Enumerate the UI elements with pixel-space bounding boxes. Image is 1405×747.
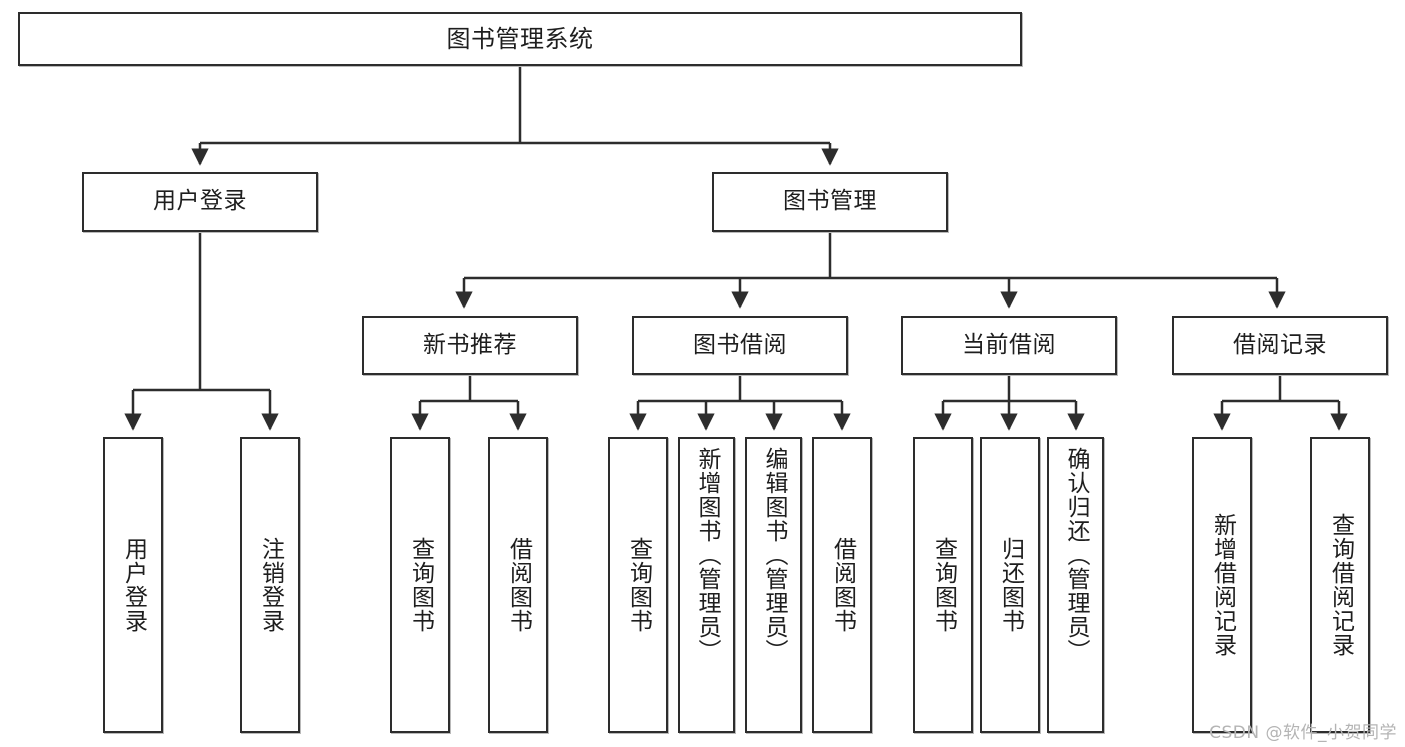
leaf-book-borrow-edit-admin[interactable]: 编辑图书（管理员） [745,437,802,733]
node-book-management[interactable]: 图书管理 [712,172,948,232]
node-label: 新书推荐 [423,331,517,358]
node-label: 查询图书 [625,537,652,633]
node-label: 查询借阅记录 [1327,513,1354,657]
node-label: 借阅图书 [829,537,856,633]
leaf-borrow-record-query[interactable]: 查询借阅记录 [1310,437,1370,733]
node-label: 借阅图书 [505,537,532,633]
node-label: 当前借阅 [962,331,1056,358]
leaf-book-borrow-borrow[interactable]: 借阅图书 [812,437,872,733]
node-label: 用户登录 [153,188,247,215]
node-label: 编辑图书（管理员） [761,447,787,663]
node-label: 新增图书（管理员） [694,447,720,663]
node-label: 用户登录 [120,537,147,633]
node-label: 归还图书 [997,537,1024,633]
leaf-user-login-signout[interactable]: 注销登录 [240,437,300,733]
node-book-borrow[interactable]: 图书借阅 [632,316,848,375]
node-label: 图书管理系统 [446,24,594,53]
leaf-user-login-signin[interactable]: 用户登录 [103,437,163,733]
leaf-current-borrow-return[interactable]: 归还图书 [980,437,1040,733]
watermark: CSDN @软件_小贺同学 [1209,723,1397,743]
leaf-book-borrow-query[interactable]: 查询图书 [608,437,668,733]
node-label: 新增借阅记录 [1209,513,1236,657]
node-new-book-recommend[interactable]: 新书推荐 [362,316,578,375]
leaf-new-book-borrow[interactable]: 借阅图书 [488,437,548,733]
node-label: 图书借阅 [693,331,787,358]
leaf-new-book-query[interactable]: 查询图书 [390,437,450,733]
node-user-login[interactable]: 用户登录 [82,172,318,232]
node-label: 借阅记录 [1233,331,1327,358]
node-label: 查询图书 [407,537,434,633]
leaf-current-borrow-confirm-admin[interactable]: 确认归还（管理员） [1047,437,1104,733]
node-borrow-record[interactable]: 借阅记录 [1172,316,1388,375]
node-label: 注销登录 [257,537,284,633]
node-label: 图书管理 [783,188,877,215]
leaf-book-borrow-add-admin[interactable]: 新增图书（管理员） [678,437,735,733]
node-label: 确认归还（管理员） [1063,447,1089,663]
node-label: 查询图书 [930,537,957,633]
node-root-system[interactable]: 图书管理系统 [18,12,1022,66]
leaf-borrow-record-add[interactable]: 新增借阅记录 [1192,437,1252,733]
leaf-current-borrow-query[interactable]: 查询图书 [913,437,973,733]
node-current-borrow[interactable]: 当前借阅 [901,316,1117,375]
